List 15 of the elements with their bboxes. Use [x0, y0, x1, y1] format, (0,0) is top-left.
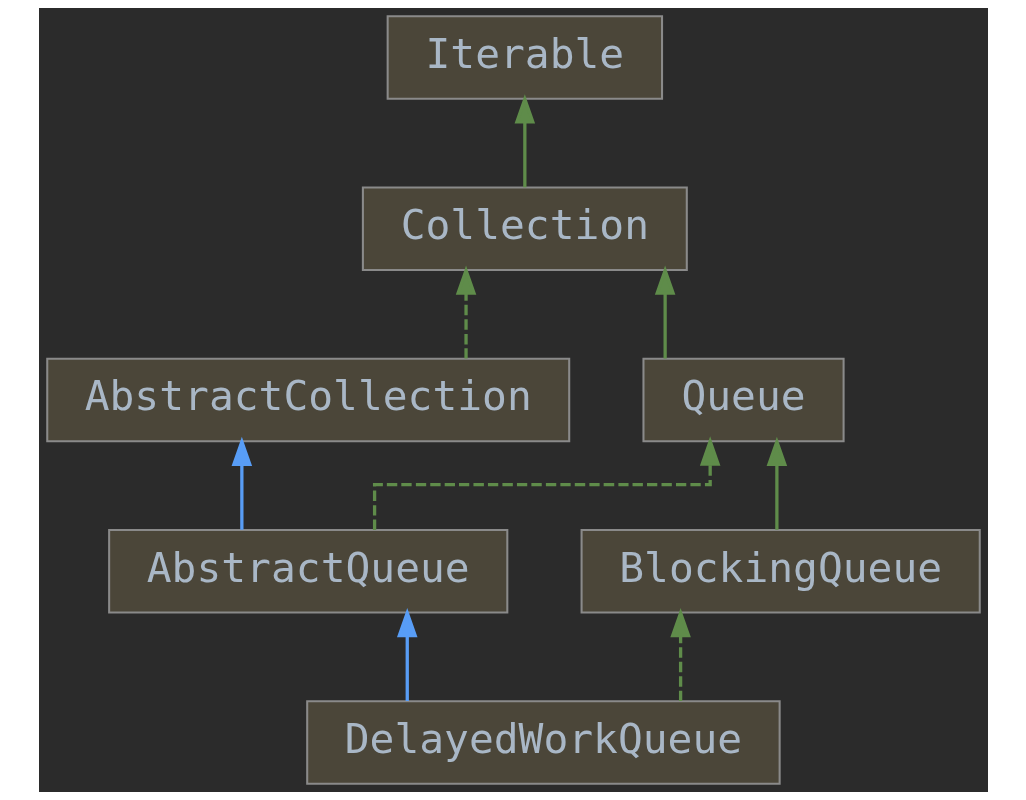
arrow	[231, 436, 252, 530]
node-box: AbstractQueue	[107, 528, 508, 614]
arrow	[766, 436, 787, 530]
node-box: Collection	[361, 186, 688, 272]
arrow	[455, 265, 476, 359]
arrow	[669, 607, 691, 701]
arrow	[396, 607, 418, 701]
node-box: DelayedWorkQueue	[305, 700, 781, 785]
node-box: Queue	[641, 357, 845, 443]
node-box: AbstractCollection	[45, 357, 570, 443]
arrow	[372, 436, 720, 530]
node-box: BlockingQueue	[580, 528, 981, 614]
arrow	[654, 265, 675, 359]
node-box: Iterable	[386, 15, 663, 100]
arrow	[514, 94, 535, 188]
